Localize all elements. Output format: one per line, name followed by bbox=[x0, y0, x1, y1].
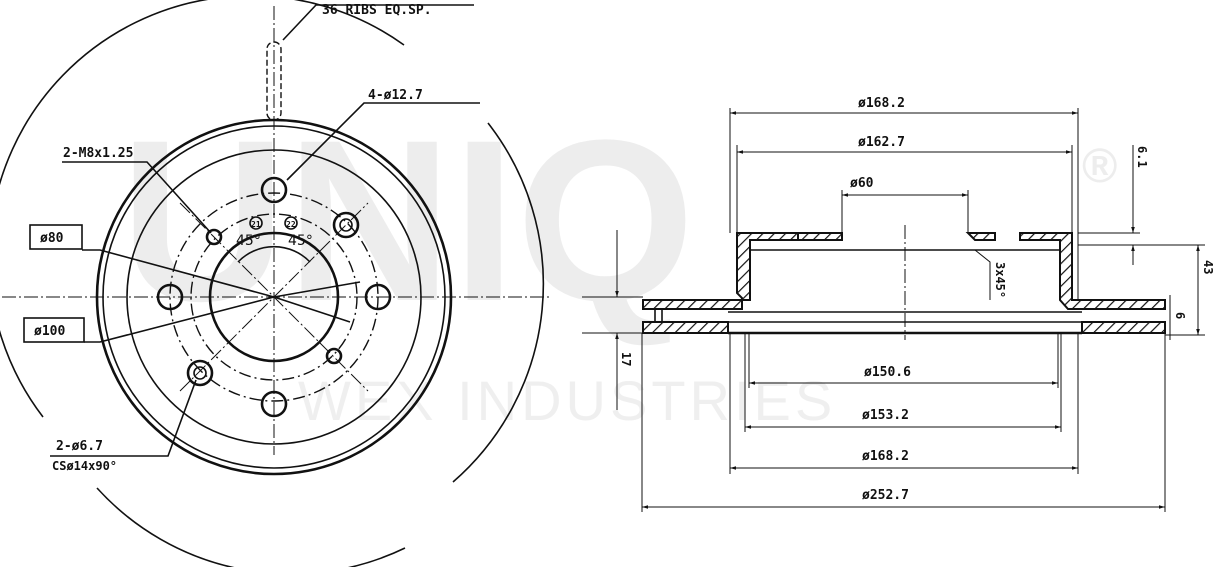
dim-center-bore: ø60 bbox=[850, 176, 874, 191]
pcd-80-leader bbox=[82, 249, 275, 298]
pcd-100-leader bbox=[84, 296, 275, 343]
dim-bottom-2: ø153.2 bbox=[862, 408, 909, 423]
pcd-100-label-box bbox=[23, 317, 85, 343]
center-bore-circle bbox=[208, 231, 340, 363]
bolt-hole-bottom bbox=[260, 390, 288, 418]
ribs-leader bbox=[282, 4, 474, 41]
ribs-note: 36 RIBS EQ.SP. bbox=[322, 3, 432, 18]
angle-right-label: 45° bbox=[288, 233, 313, 249]
pcd-80-dim-line bbox=[273, 281, 361, 298]
dim-chamfer: 3x45° bbox=[993, 262, 1007, 298]
angle-marker-right bbox=[284, 216, 298, 230]
dim-outer-diameter: ø252.7 bbox=[862, 488, 909, 503]
hat-top-section-1 bbox=[797, 232, 843, 241]
rotor-outer-edge-arc bbox=[0, 0, 405, 418]
angle-marker-left bbox=[249, 216, 263, 230]
rotor-outer-edge-arc-right bbox=[452, 122, 545, 483]
pcd-80-label-box bbox=[29, 224, 83, 250]
countersunk-note-line2: CSø14x90° bbox=[52, 459, 117, 473]
watermark: UNIQ ® WEX INDUSTRIES bbox=[120, 92, 1117, 432]
pcd-100-dim-line bbox=[273, 296, 351, 323]
angle-left-label: 45° bbox=[236, 233, 261, 249]
bolt-hole-right bbox=[364, 283, 392, 311]
dim-bottom-3: ø168.2 bbox=[862, 449, 909, 464]
countersunk-hole-upper-right bbox=[332, 211, 360, 239]
dim-total-height: 43 bbox=[1201, 260, 1215, 274]
dim-top-outer: ø168.2 bbox=[858, 96, 905, 111]
threaded-hole-lower-right bbox=[325, 347, 343, 365]
countersunk-leader bbox=[50, 379, 197, 457]
hat-outer-ring-inner bbox=[102, 125, 446, 469]
dim-hat-offset: 6.1 bbox=[1135, 146, 1149, 168]
bolt-holes-leader bbox=[286, 102, 480, 181]
hat-top-section-2 bbox=[965, 232, 996, 241]
bolt-holes bbox=[156, 176, 392, 418]
countersunk-hole-inner-2 bbox=[193, 366, 207, 380]
angle-marker-left-text: 21 bbox=[251, 220, 261, 229]
angle-marker-right-text: 22 bbox=[286, 220, 296, 229]
dim-bottom-1: ø150.6 bbox=[864, 365, 911, 380]
pcd-100-label: ø100 bbox=[34, 324, 65, 339]
rib-slot bbox=[266, 41, 282, 121]
dim-top-inner: ø162.7 bbox=[858, 135, 905, 150]
pcd-100-circle bbox=[169, 192, 379, 402]
angle-arc bbox=[237, 245, 311, 263]
threaded-holes-note: 2-M8x1.25 bbox=[63, 146, 133, 161]
watermark-registered: ® bbox=[1082, 140, 1117, 193]
pcd-80-label: ø80 bbox=[40, 231, 64, 246]
section-view: ø168.2 ø162.7 ø60 3x45° 6.1 43 6 17 bbox=[582, 96, 1215, 512]
countersunk-hole-inner bbox=[339, 218, 353, 232]
dim-disc-thickness: 17 bbox=[619, 352, 633, 366]
threaded-holes-leader bbox=[62, 161, 212, 234]
countersunk-hole-lower-left bbox=[186, 359, 214, 387]
bolt-holes-note: 4-ø12.7 bbox=[368, 88, 423, 103]
pcd-80-circle bbox=[190, 213, 358, 381]
countersunk-note-line1: 2-ø6.7 bbox=[56, 439, 103, 454]
disc-lower-plate-right bbox=[1081, 321, 1166, 334]
dim-disc-thickness-small: 6 bbox=[1173, 312, 1187, 319]
bolt-hole-top bbox=[260, 176, 288, 204]
hat-inner-ring bbox=[126, 149, 422, 445]
disc-lower-plate-left bbox=[642, 321, 729, 334]
rotor-outer-edge-arc-bottom bbox=[96, 487, 406, 567]
bolt-hole-left bbox=[156, 283, 184, 311]
front-view: 36 RIBS EQ.SP. 4-ø12.7 2-M8x1.25 ø80 ø10… bbox=[0, 0, 550, 567]
chamfer-leader bbox=[974, 249, 991, 300]
watermark-brand: UNIQ bbox=[120, 92, 695, 349]
watermark-company: WEX INDUSTRIES bbox=[298, 369, 836, 432]
threaded-hole-upper-left bbox=[205, 228, 223, 246]
hat-section-right bbox=[1019, 232, 1166, 310]
